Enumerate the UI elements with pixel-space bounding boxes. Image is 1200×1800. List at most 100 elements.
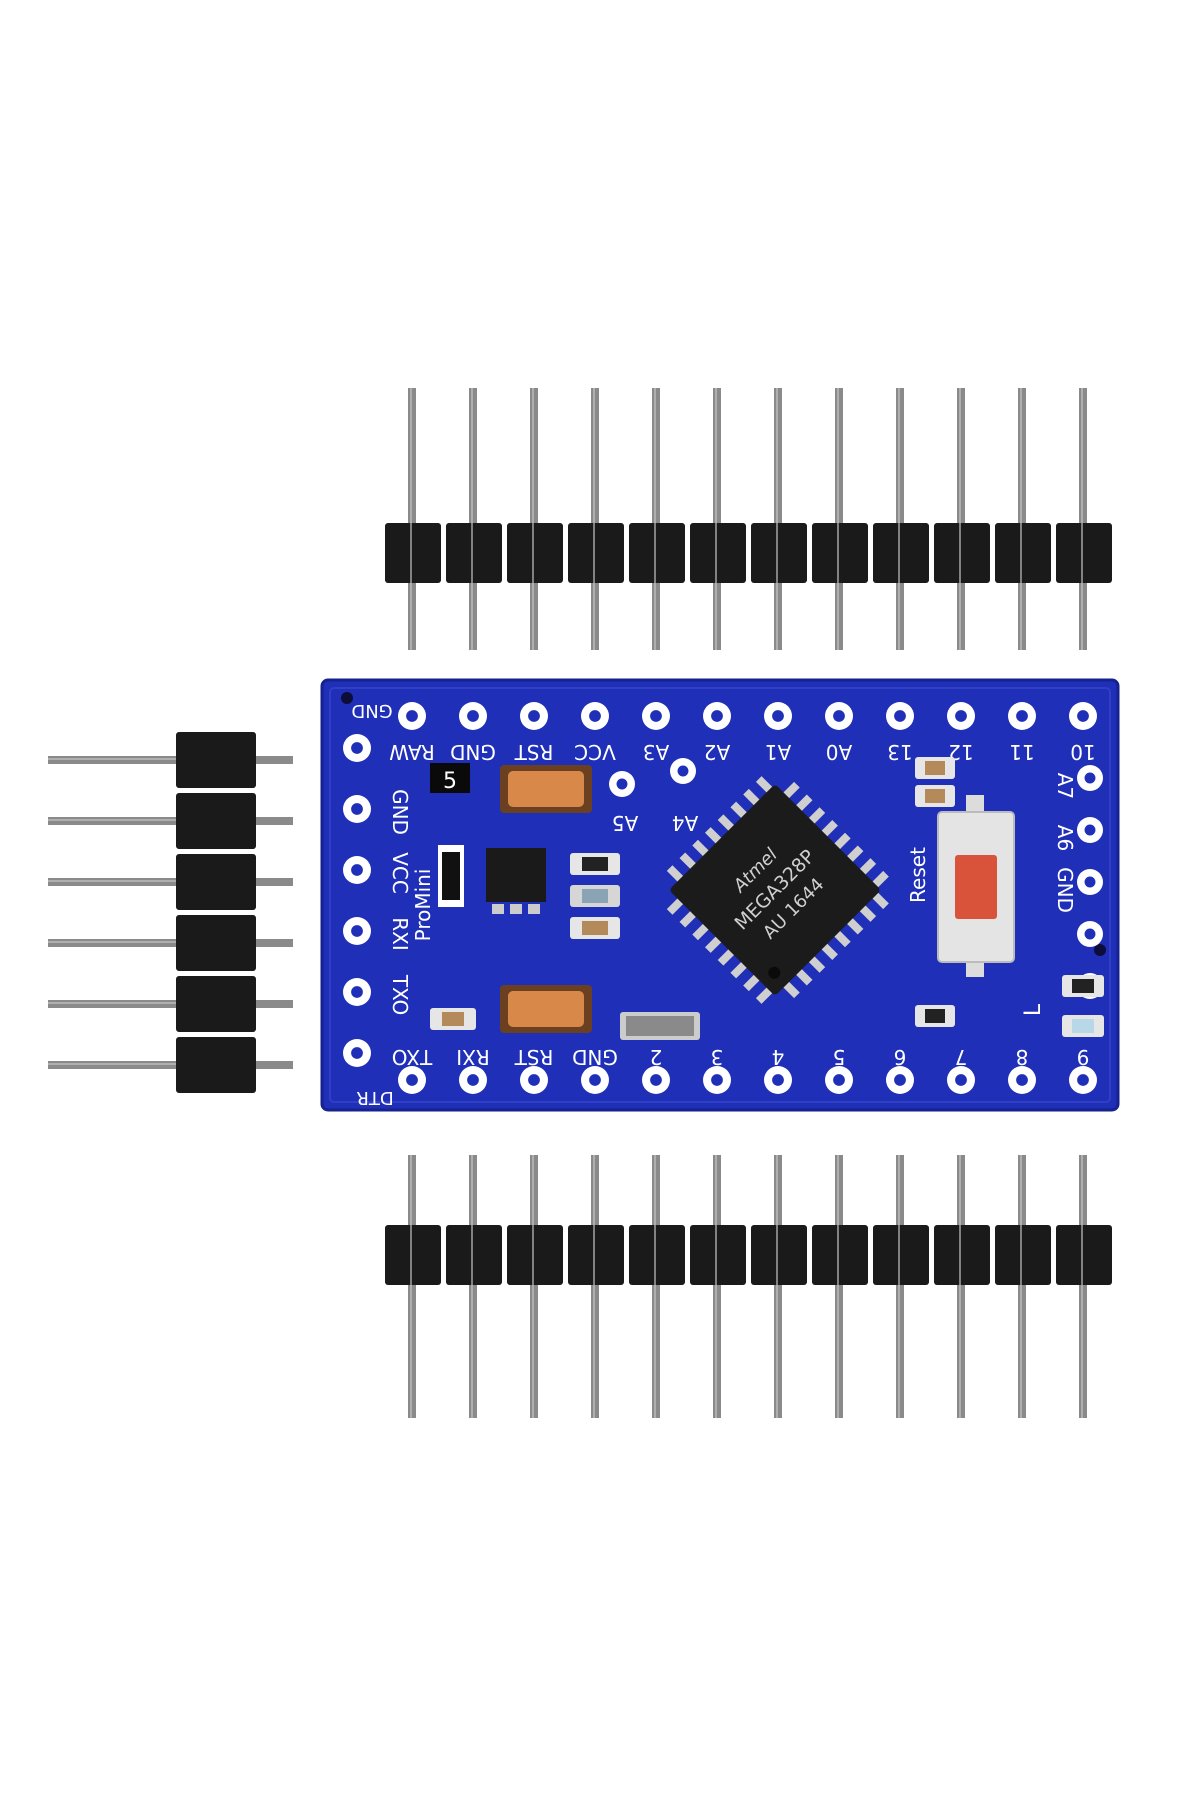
pin-label: GND bbox=[450, 740, 496, 764]
pin-label: 5 bbox=[833, 1045, 846, 1069]
pad-hole bbox=[1084, 772, 1096, 784]
header-block bbox=[812, 523, 868, 583]
header-block bbox=[568, 523, 624, 583]
header-block bbox=[176, 976, 256, 1032]
pin-label: GND bbox=[388, 789, 412, 835]
pin-label: A1 bbox=[765, 740, 791, 764]
header-block bbox=[995, 1225, 1051, 1285]
reset-label: Reset bbox=[906, 847, 930, 903]
pin-label: GND bbox=[572, 1045, 618, 1069]
header-block bbox=[690, 523, 746, 583]
pad-hole bbox=[351, 742, 363, 754]
angled-pin-short bbox=[255, 939, 293, 947]
pin-label: RXI bbox=[456, 1045, 490, 1069]
pin-label: RXI bbox=[388, 917, 412, 951]
header-block bbox=[385, 523, 441, 583]
pad-hole bbox=[351, 925, 363, 937]
pad-hole bbox=[1077, 1074, 1089, 1086]
pin-label: 2 bbox=[650, 1045, 663, 1069]
header-block bbox=[507, 523, 563, 583]
pad-hole bbox=[772, 710, 784, 722]
pin-label: 7 bbox=[955, 1045, 968, 1069]
pad-hole bbox=[1077, 710, 1089, 722]
pad-hole bbox=[589, 1074, 601, 1086]
regulator-marking-text: 5 bbox=[443, 769, 457, 794]
header-block bbox=[812, 1225, 868, 1285]
header-block bbox=[690, 1225, 746, 1285]
angled-pin-short bbox=[255, 1000, 293, 1008]
pin-label: RAW bbox=[389, 740, 435, 764]
header-block bbox=[751, 523, 807, 583]
header-block bbox=[176, 793, 256, 849]
inner-pin-labels: A5 A4 bbox=[612, 811, 698, 835]
pin-label: 9 bbox=[1077, 1045, 1090, 1069]
pin-label: A7 bbox=[1053, 773, 1077, 799]
bottom-pad-row bbox=[398, 1066, 1097, 1094]
left-pin-labels: GND VCC RXI TXO bbox=[388, 789, 412, 1015]
header-block bbox=[1056, 523, 1112, 583]
pad-hole bbox=[677, 765, 689, 777]
pad-hole bbox=[650, 1074, 662, 1086]
pad-hole bbox=[1016, 1074, 1028, 1086]
pad-hole bbox=[351, 803, 363, 815]
header-block bbox=[176, 854, 256, 910]
pad-hole bbox=[833, 710, 845, 722]
header-block bbox=[176, 1037, 256, 1093]
header-block bbox=[176, 915, 256, 971]
pad-hole bbox=[1016, 710, 1028, 722]
pin-label: A3 bbox=[643, 740, 669, 764]
chip-pins bbox=[666, 776, 889, 1004]
pad-hole bbox=[955, 710, 967, 722]
angled-pin-short bbox=[255, 817, 293, 825]
pin-label: VCC bbox=[388, 852, 412, 894]
angled-pin-short bbox=[255, 1061, 293, 1069]
pin-label: 13 bbox=[887, 740, 912, 764]
pin-label: A0 bbox=[826, 740, 852, 764]
capacitor-bottom bbox=[500, 985, 592, 1033]
pin-label: GND bbox=[351, 700, 392, 721]
header-block bbox=[446, 523, 502, 583]
led-label: L bbox=[1021, 1003, 1046, 1016]
pad-hole bbox=[351, 864, 363, 876]
header-block bbox=[176, 732, 256, 788]
top-pin-header bbox=[385, 388, 1112, 650]
pad-hole bbox=[711, 710, 723, 722]
pin-label: RST bbox=[514, 1045, 554, 1069]
pad-hole bbox=[467, 710, 479, 722]
pin-label: GND bbox=[1053, 867, 1077, 913]
header-block bbox=[934, 523, 990, 583]
pad-hole bbox=[711, 1074, 723, 1086]
pin-label: 10 bbox=[1070, 740, 1095, 764]
microcontroller-chip: Atmel MEGA328P AU 1644 bbox=[666, 776, 889, 1004]
pin-label: 6 bbox=[894, 1045, 907, 1069]
pad-hole bbox=[772, 1074, 784, 1086]
pad-hole bbox=[406, 1074, 418, 1086]
pad-hole bbox=[1084, 876, 1096, 888]
pin-label: DTR bbox=[356, 1087, 393, 1108]
header-block bbox=[873, 1225, 929, 1285]
pin-label: 8 bbox=[1016, 1045, 1029, 1069]
smd-components bbox=[430, 757, 1104, 1040]
header-block bbox=[385, 1225, 441, 1285]
pin-label: A5 bbox=[612, 811, 638, 835]
pad-hole bbox=[1084, 928, 1096, 940]
reset-button[interactable] bbox=[937, 795, 1015, 977]
pad-hole bbox=[351, 986, 363, 998]
pin-label: TXO bbox=[388, 974, 412, 1015]
pad-hole bbox=[833, 1074, 845, 1086]
capacitor-top bbox=[500, 765, 592, 813]
pcb-inner-edge bbox=[329, 687, 1111, 1103]
pad-hole bbox=[528, 1074, 540, 1086]
header-block bbox=[751, 1225, 807, 1285]
header-block bbox=[507, 1225, 563, 1285]
pin-label: A4 bbox=[672, 811, 698, 835]
pad-hole bbox=[650, 710, 662, 722]
header-block bbox=[934, 1225, 990, 1285]
mounting-dot bbox=[341, 692, 353, 704]
chip-body bbox=[670, 785, 880, 995]
regulator-marking: 5 bbox=[430, 763, 470, 794]
